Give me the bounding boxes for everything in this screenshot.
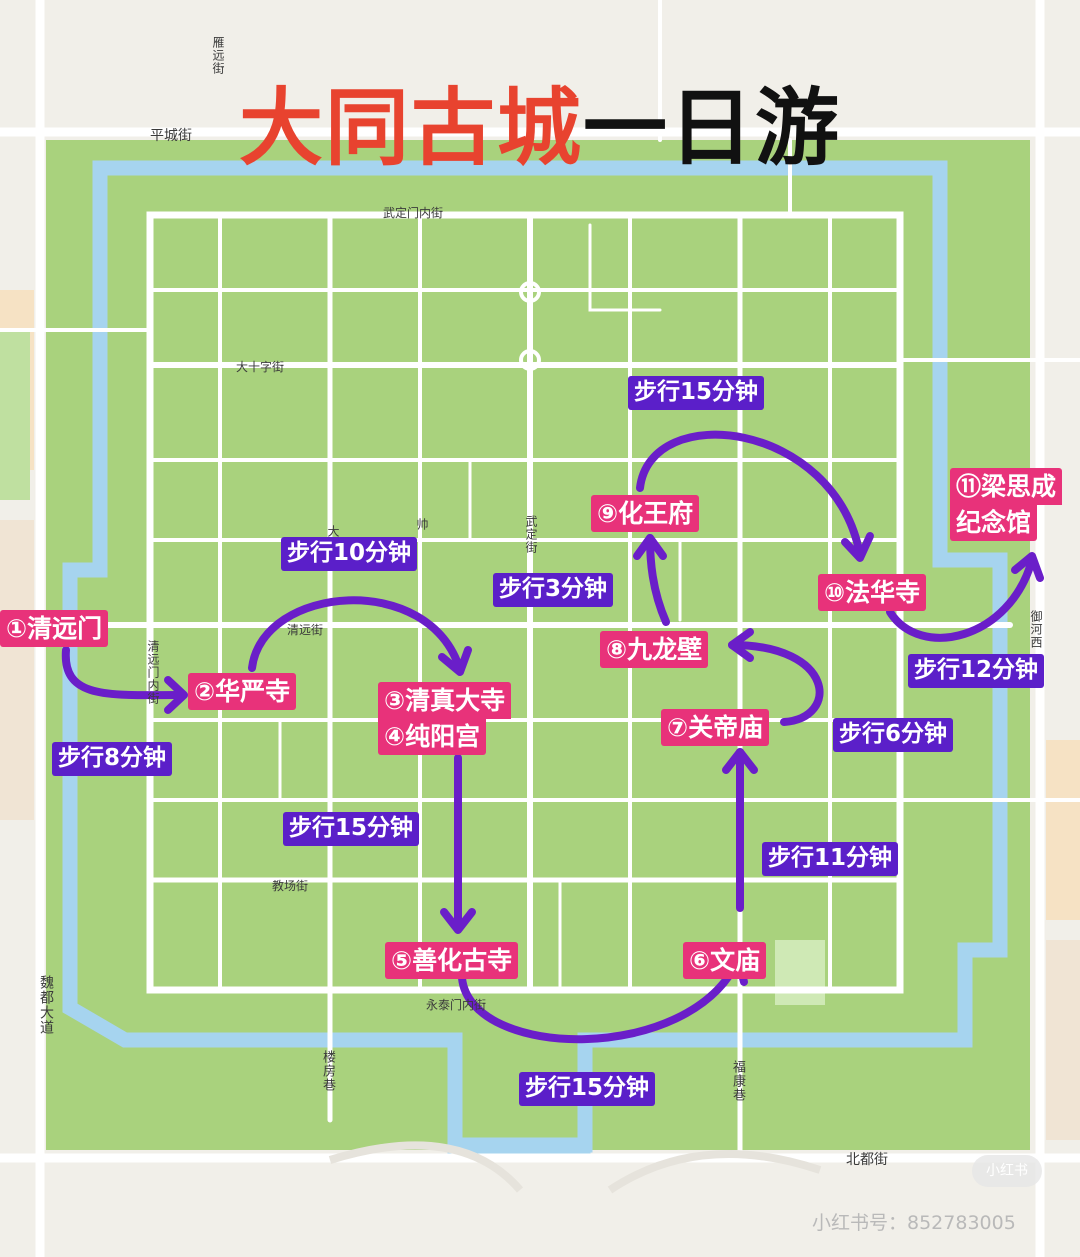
stop-fahuasi[interactable]: ⑩法华寺 xyxy=(818,574,927,612)
stop-huayansi[interactable]: ②华严寺 xyxy=(188,673,297,711)
street-label: 清远街 xyxy=(287,623,324,637)
title-black-part: 一日游 xyxy=(583,79,842,177)
stop-liangsicheng-line2[interactable]: 纪念馆 xyxy=(950,504,1038,542)
street-label: 御河西 xyxy=(1029,610,1043,649)
stop-shanhua[interactable]: ⑤善化古寺 xyxy=(385,942,519,980)
street-label: 雁远街 xyxy=(211,36,225,75)
street-label: 帅 xyxy=(415,518,429,531)
street-label: 楼房巷 xyxy=(320,1050,335,1092)
street-label: 大十字街 xyxy=(236,360,285,374)
street-label: 福康巷 xyxy=(730,1060,745,1102)
stop-qingzhen[interactable]: ③清真大寺 xyxy=(378,682,512,720)
stop-guandi[interactable]: ⑦关帝庙 xyxy=(661,709,770,747)
stop-jiulongbi[interactable]: ⑧九龙壁 xyxy=(600,631,709,669)
stop-qingyuanmen[interactable]: ①清远门 xyxy=(0,610,109,648)
walk-time-label: 步行15分钟 xyxy=(519,1072,656,1106)
street-label: 北都街 xyxy=(846,1152,888,1168)
walk-time-label: 步行11分钟 xyxy=(762,842,899,876)
street-label: 平城街 xyxy=(150,128,192,144)
street-label: 武定门内街 xyxy=(383,206,444,220)
walk-time-label: 步行15分钟 xyxy=(283,812,420,846)
street-label: 清远门内街 xyxy=(146,640,160,705)
title-red-part: 大同古城 xyxy=(238,79,583,177)
walk-time-label: 步行8分钟 xyxy=(52,742,173,776)
stop-chunyang[interactable]: ④纯阳宫 xyxy=(378,718,487,756)
watermark-text: 小红书号：852783005 xyxy=(812,1212,1016,1234)
watermark-badge: 小红书 xyxy=(972,1155,1042,1187)
street-label: 武定街 xyxy=(524,515,538,554)
street-label: 魏都大道 xyxy=(38,975,54,1035)
street-label: 永泰门内街 xyxy=(426,998,487,1012)
page-title: 大同古城一日游 xyxy=(0,86,1080,170)
stop-wenmiao[interactable]: ⑥文庙 xyxy=(683,942,767,980)
walk-time-label: 步行12分钟 xyxy=(908,654,1045,688)
stop-huawangfu[interactable]: ⑨化王府 xyxy=(591,495,700,533)
old-city-area xyxy=(46,140,1030,1150)
walk-time-label: 步行3分钟 xyxy=(493,573,614,607)
walk-time-label: 步行10分钟 xyxy=(281,537,418,571)
street-label: 教场街 xyxy=(272,879,309,893)
walk-time-label: 步行15分钟 xyxy=(628,376,765,410)
stop-liangsicheng[interactable]: ⑪梁思成 xyxy=(950,468,1063,506)
route-arrows xyxy=(61,430,1044,1044)
walk-time-label: 步行6分钟 xyxy=(833,718,954,752)
street-label: 大 xyxy=(326,525,340,538)
